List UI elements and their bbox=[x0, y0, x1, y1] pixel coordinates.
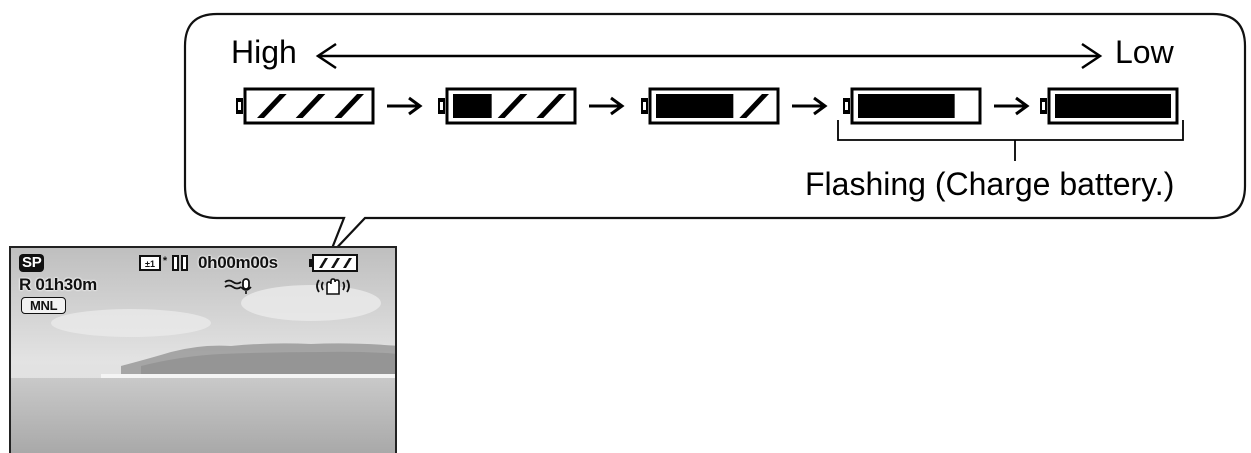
level-arrow bbox=[589, 96, 625, 116]
high-low-arrow bbox=[315, 42, 1103, 70]
battery-level-icon bbox=[236, 87, 375, 125]
high-label: High bbox=[231, 34, 297, 70]
flashing-bracket bbox=[837, 120, 1184, 161]
camera-viewfinder: SP ±1 * 0h00m00s R 01h30m MNL bbox=[9, 246, 397, 453]
battery-level-icon bbox=[438, 87, 577, 125]
wind-cut-mic-icon bbox=[224, 278, 252, 294]
battery-level-icon bbox=[1040, 87, 1179, 125]
level-arrow bbox=[387, 96, 423, 116]
battery-level-icon bbox=[843, 87, 982, 125]
manual-mode-badge: MNL bbox=[21, 297, 67, 314]
svg-text:±1: ±1 bbox=[145, 259, 155, 269]
level-arrow bbox=[994, 96, 1030, 116]
battery-icon bbox=[309, 254, 358, 272]
battery-level-icon bbox=[641, 87, 780, 125]
pause-icon bbox=[172, 255, 188, 271]
flashing-label: Flashing (Charge battery.) bbox=[805, 166, 1175, 202]
scene-mode-icon: ±1 * bbox=[139, 255, 168, 271]
low-label: Low bbox=[1115, 34, 1174, 70]
level-arrow bbox=[792, 96, 828, 116]
recording-time-code: 0h00m00s bbox=[198, 253, 278, 272]
battery-level-row bbox=[236, 87, 1179, 125]
svg-text:*: * bbox=[163, 255, 168, 267]
image-stabilizer-icon bbox=[316, 278, 350, 295]
battery-callout bbox=[183, 12, 1247, 257]
callout-bubble bbox=[183, 12, 1247, 257]
remaining-time: R 01h30m bbox=[19, 275, 97, 294]
quality-badge: SP bbox=[19, 254, 45, 272]
